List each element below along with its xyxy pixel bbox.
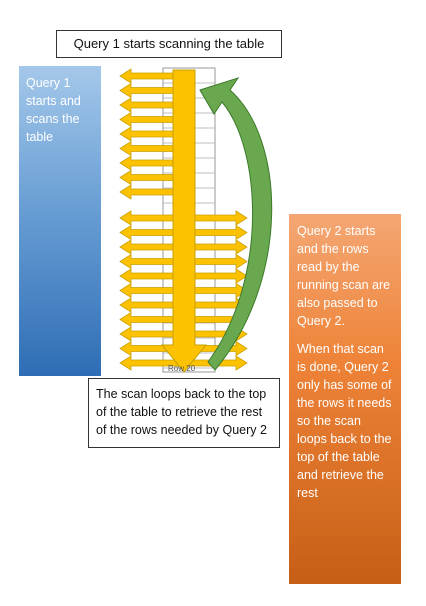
query1-row-arrow	[119, 126, 179, 142]
scan-down-arrow	[160, 69, 208, 373]
query2-panel-text-1: Query 2 starts and the rows read by the …	[297, 224, 391, 328]
query1-row-arrow	[119, 97, 179, 113]
query1-row-arrow	[119, 184, 179, 200]
query1-start-caption: Query 1 starts scanning the table	[56, 30, 282, 58]
loop-back-caption: The scan loops back to the top of the ta…	[88, 378, 280, 448]
query1-row-arrow	[119, 169, 179, 186]
query1-row-arrow	[119, 140, 179, 157]
query1-panel: Query 1 starts and scans the table	[19, 66, 101, 376]
query1-row-arrow	[119, 155, 179, 171]
query1-row-arrows	[119, 68, 179, 200]
query2-panel: Query 2 starts and the rows read by the …	[289, 214, 401, 584]
loop-back-arrow	[199, 77, 273, 371]
query1-row-arrow	[119, 111, 179, 128]
query2-panel-text-2: When that scan is done, Query 2 only has…	[297, 342, 392, 500]
query1-row-arrow	[119, 82, 179, 99]
row-label-last: Row 20	[168, 364, 196, 373]
query1-row-arrow	[119, 68, 179, 84]
